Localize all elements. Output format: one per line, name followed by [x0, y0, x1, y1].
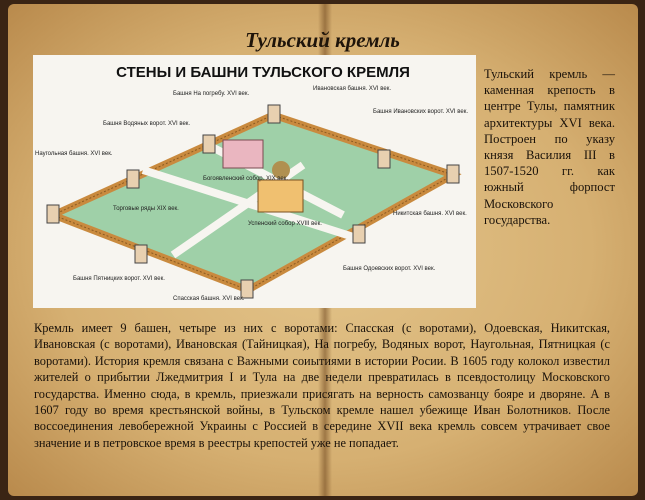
image-label: Ивановская башня. XVI век.: [313, 86, 391, 92]
image-label: Башня Водяных ворот. XVI век.: [103, 121, 190, 127]
image-label: Никитская башня. XVI век.: [393, 211, 467, 217]
image-label: Наугольная башня. XVI век.: [35, 151, 113, 157]
image-label: Богоявленский собор. XIX век.: [203, 175, 288, 182]
image-label: Спасская башня. XVI век.: [173, 296, 245, 302]
slide-title: Тульский кремль: [245, 28, 400, 52]
image-label: Башня Ивановских ворот. XVI век.: [373, 109, 468, 115]
image-label: Башня Пятницких ворот. XVI век.: [73, 276, 165, 282]
history-text: Кремль имеет 9 башен, четыре из них с во…: [34, 321, 610, 450]
assumption-cathedral: [257, 179, 304, 213]
illustration-heading: СТЕНЫ И БАШНИ ТУЛЬСКОГО КРЕМЛЯ: [116, 64, 410, 81]
image-label: Успенский собор XVIII век.: [248, 220, 322, 227]
epiphany-cathedral: [222, 139, 264, 169]
image-label: Башня Одоевских ворот. XVI век.: [343, 266, 436, 272]
side-description: Тульский кремль — каменная крепость в це…: [484, 67, 615, 227]
image-label: Башня На погребу. XVI век.: [173, 91, 249, 97]
image-label: Торговые ряды XIX век.: [113, 206, 179, 212]
kremlin-illustration: СТЕНЫ И БАШНИ ТУЛЬСКОГО КРЕМЛЯ Ивановска…: [33, 55, 476, 308]
